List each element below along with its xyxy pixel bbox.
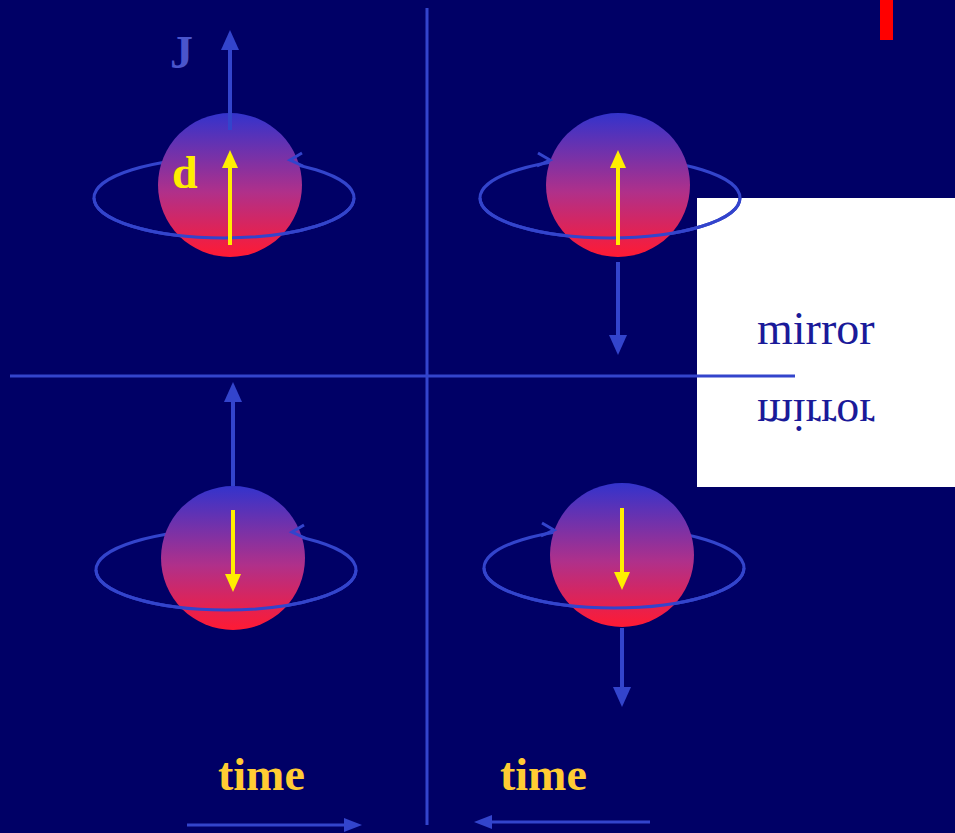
spinning-sphere — [94, 30, 354, 257]
time-label: time — [500, 752, 587, 798]
divider-line — [426, 8, 429, 825]
spinning-sphere — [484, 483, 744, 707]
mirror-panel — [697, 198, 955, 487]
spinning-sphere — [96, 382, 356, 630]
dipole-label: d — [172, 150, 198, 196]
time-label: time — [218, 752, 305, 798]
spinning-sphere — [480, 113, 740, 355]
mirror-label: mirror — [757, 306, 875, 352]
mirror-reflection-label: mirror — [757, 392, 875, 438]
time-arrow — [187, 818, 362, 832]
red-mark — [880, 0, 893, 40]
mirror-line — [10, 375, 795, 378]
time-arrow — [474, 815, 650, 829]
angular-momentum-label: J — [170, 30, 193, 76]
